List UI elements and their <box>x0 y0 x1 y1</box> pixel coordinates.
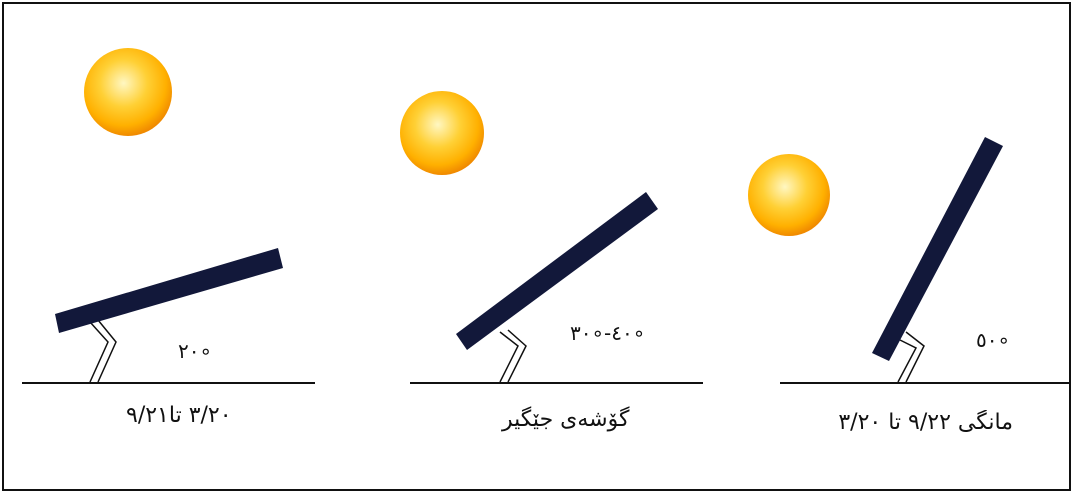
angle-label-2: ∘٤٠-∘٣٠ <box>570 321 646 345</box>
scene-3 <box>748 137 1070 384</box>
angle-label-3: ∘٥٠ <box>976 328 1011 352</box>
caption-3: مانگی ٩/٢٢ تا ٣/٢٠ <box>838 410 1013 435</box>
panel-stand-2 <box>499 329 527 383</box>
sun-icon-1 <box>84 48 172 136</box>
solar-panel-3 <box>872 137 1003 361</box>
solar-panel-1 <box>55 248 283 333</box>
panel-stand-3 <box>897 331 925 383</box>
scene-1 <box>22 48 315 384</box>
sun-icon-2 <box>400 91 484 175</box>
solar-panel-2 <box>456 192 658 350</box>
scene-2 <box>400 91 703 384</box>
caption-2: گۆشەی جێگیر <box>502 407 630 432</box>
panel-stand-1 <box>89 319 117 383</box>
caption-1: ٣/٢٠ تا٩/٢١ <box>126 403 232 428</box>
sun-icon-3 <box>748 154 830 236</box>
angle-label-1: ∘٢٠ <box>178 339 213 363</box>
